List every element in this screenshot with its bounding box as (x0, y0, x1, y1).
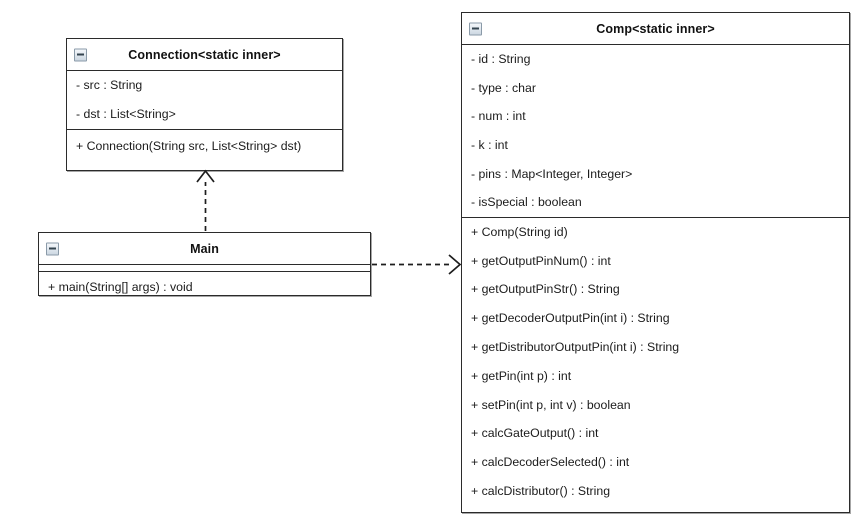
operation-row: + calcGateOutput() : int (471, 426, 599, 441)
attribute-row: - num : int (471, 109, 526, 124)
operation-row: + setPin(int p, int v) : boolean (471, 397, 631, 412)
collapse-minus-icon[interactable] (46, 242, 59, 255)
class-name-connection: Connection<static inner> (128, 47, 281, 62)
attribute-row: - src : String (76, 78, 143, 93)
operation-row: + main(String[] args) : void (48, 280, 193, 295)
operation-row: + getDecoderOutputPin(int i) : String (471, 311, 670, 326)
class-header-connection[interactable]: Connection<static inner> (67, 39, 342, 71)
operations-compartment-connection: + Connection(String src, List<String> ds… (67, 129, 342, 163)
uml-class-main[interactable]: Main + main(String[] args) : void (38, 232, 371, 296)
open-arrowhead-right (448, 254, 462, 275)
collapse-minus-icon[interactable] (469, 22, 482, 35)
attributes-compartment-connection: - src : String - dst : List<String> (67, 71, 342, 129)
operation-row: + getOutputPinStr() : String (471, 282, 620, 297)
dependency-main-to-comp[interactable] (372, 254, 462, 275)
operations-compartment-main: + main(String[] args) : void (39, 271, 370, 303)
class-header-comp[interactable]: Comp<static inner> (462, 13, 849, 45)
class-name-main: Main (190, 241, 219, 256)
attribute-row: - id : String (471, 52, 531, 67)
operation-row: + calcDistributor() : String (471, 483, 611, 498)
open-arrowhead-up (196, 169, 215, 183)
attribute-row: - type : char (471, 80, 536, 95)
class-header-main[interactable]: Main (39, 233, 370, 265)
uml-class-comp[interactable]: Comp<static inner> - id : String - type … (461, 12, 850, 513)
attribute-row: - dst : List<String> (76, 107, 176, 122)
attribute-row: - k : int (471, 137, 508, 152)
operation-row: + getOutputPinNum() : int (471, 253, 611, 268)
attribute-row: - pins : Map<Integer, Integer> (471, 166, 633, 181)
operation-row: + getPin(int p) : int (471, 368, 572, 383)
class-name-comp: Comp<static inner> (596, 21, 715, 36)
operation-row: + calcDecoderSelected() : int (471, 455, 630, 470)
attribute-row: - isSpecial : boolean (471, 195, 582, 210)
attributes-compartment-comp: - id : String - type : char - num : int … (462, 45, 849, 217)
operation-row: + Comp(String id) (471, 224, 568, 239)
operation-row: + Connection(String src, List<String> ds… (76, 139, 302, 154)
collapse-minus-icon[interactable] (74, 48, 87, 61)
operation-row: + getDistributorOutputPin(int i) : Strin… (471, 340, 680, 354)
dependency-main-to-connection[interactable] (196, 169, 215, 231)
operations-compartment-comp: + Comp(String id) + getOutputPinNum() : … (462, 216, 849, 506)
uml-class-connection[interactable]: Connection<static inner> - src : String … (66, 38, 343, 171)
